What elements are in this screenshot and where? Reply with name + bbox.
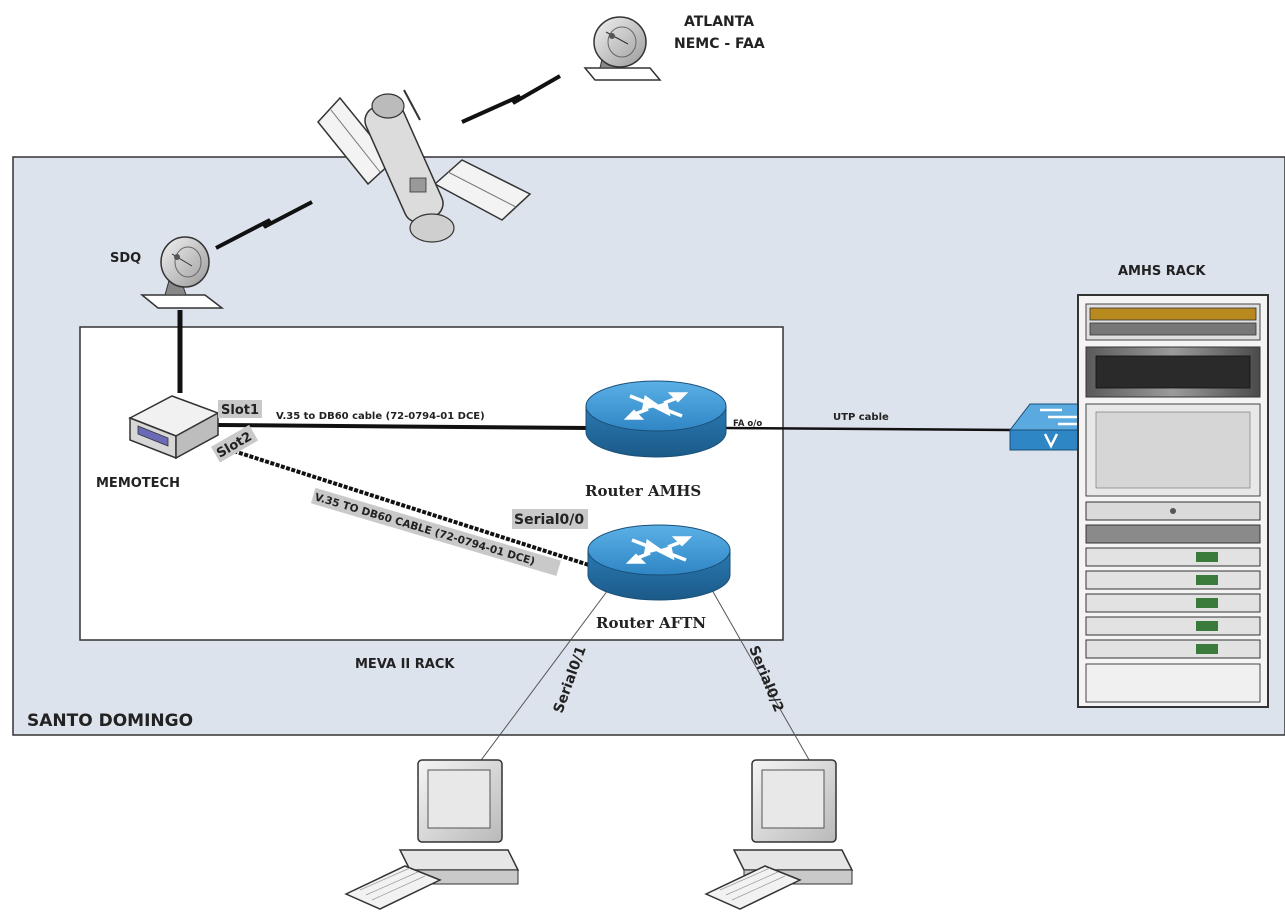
computer-1-icon	[344, 759, 520, 910]
atlanta-label-line1: ATLANTA	[684, 14, 754, 30]
sdq-dish-icon	[139, 236, 225, 309]
wireless-link-sdq	[215, 200, 313, 250]
utp-cable	[725, 426, 1013, 432]
router-amhs-label: Router AMHS	[585, 482, 701, 500]
meva-rack-label: MEVA II RACK	[355, 657, 455, 672]
router-aftn-icon	[587, 524, 731, 601]
computer-2-icon	[704, 759, 854, 910]
slot1-cable-label: V.35 to DB60 cable (72-0794-01 DCE)	[276, 411, 485, 422]
santo-domingo-label: SANTO DOMINGO	[27, 711, 193, 731]
slot1-label: Slot1	[221, 403, 259, 418]
serial01-link	[469, 589, 609, 776]
router-aftn-label: Router AFTN	[596, 614, 706, 632]
satellite-icon	[317, 89, 532, 243]
atlanta-dish-icon	[583, 16, 662, 81]
utp-cable-label: UTP cable	[833, 412, 889, 423]
wireless-link-atlanta	[461, 74, 561, 124]
slot2-cable	[217, 444, 593, 568]
router-amhs-icon	[585, 380, 727, 458]
sdq-label: SDQ	[110, 251, 141, 266]
serial00-label: Serial0/0	[514, 512, 584, 528]
fa00-port-label: FA o/o	[733, 419, 762, 429]
serial02-link	[711, 589, 813, 766]
atlanta-label-line2: NEMC - FAA	[674, 36, 765, 52]
slot1-cable	[217, 423, 591, 430]
amhs-rack-label: AMHS RACK	[1118, 264, 1206, 279]
amhs-rack-icon	[1077, 294, 1269, 708]
memotech-label: MEMOTECH	[96, 476, 180, 491]
